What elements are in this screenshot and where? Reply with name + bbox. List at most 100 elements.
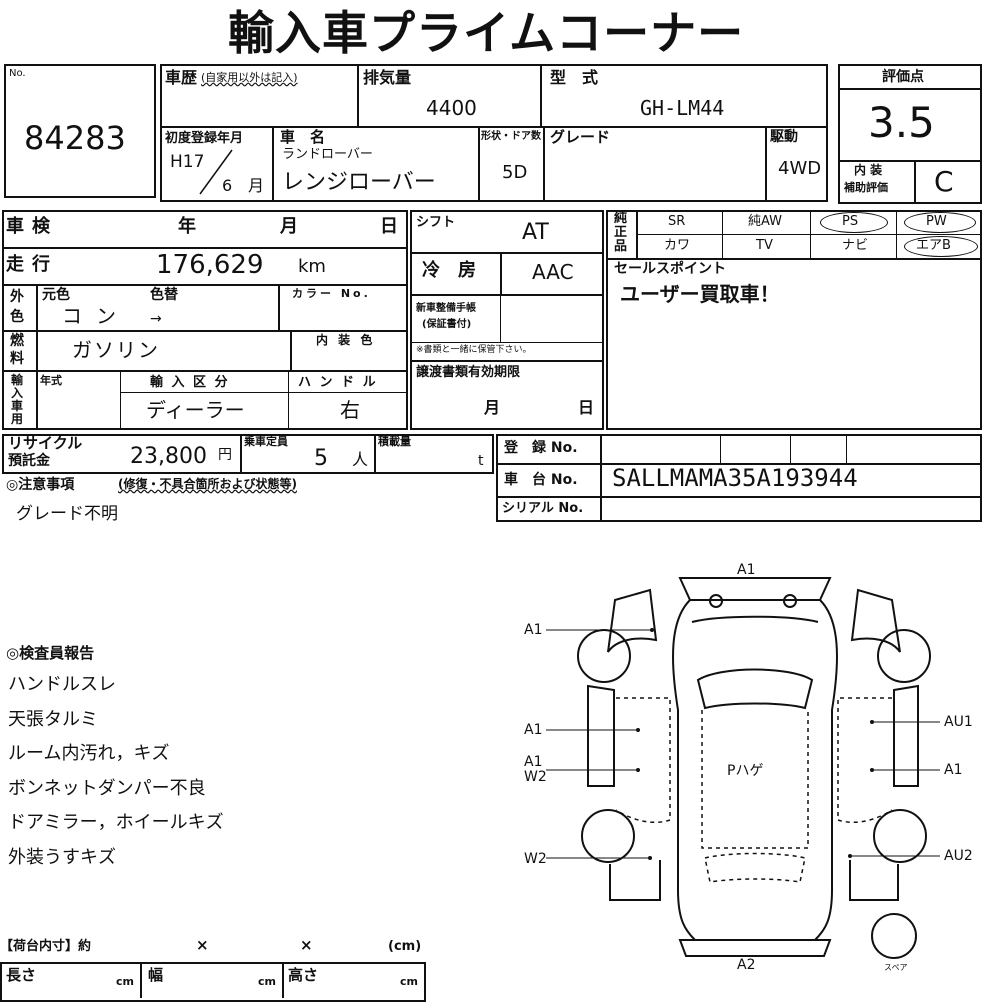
notes-label: ◎注意事項	[6, 477, 75, 493]
inspector-item: ハンドルスレ	[8, 674, 116, 695]
lot-number-value: 84283	[24, 119, 126, 157]
cargo-width-label: 幅	[148, 966, 164, 984]
inspector-item: 外装うすキズ	[8, 847, 116, 868]
notes-value: グレード不明	[16, 504, 118, 524]
transfer-label: 譲渡書類有効期限	[416, 365, 521, 380]
shift-value: AT	[522, 220, 549, 245]
rear-window	[704, 852, 806, 883]
handle-label: ハ ン ド ル	[298, 375, 378, 390]
serial-label: シリアル No.	[502, 501, 584, 516]
spare-wheel	[871, 913, 917, 959]
mileage-unit: km	[298, 256, 326, 277]
cargo-width-unit: cm	[258, 975, 276, 988]
cargo-unit: (cm)	[388, 939, 422, 954]
import-label-3: 車	[11, 399, 24, 413]
model-label: 型 式	[550, 68, 599, 87]
history-label: 車歴	[165, 68, 198, 87]
car-name-label: 車 名	[280, 128, 326, 146]
cargo-height-label: 高さ	[288, 966, 319, 984]
genuine-label-2: 正	[614, 225, 628, 240]
maintenance-note: ※書類と一緒に保管下さい。	[416, 345, 532, 355]
doors-label: 形状・ドア数	[481, 131, 541, 142]
right-door-dashed	[837, 697, 893, 823]
right-front-wheel	[877, 629, 931, 683]
history-note: (自家用以外は記入)	[201, 71, 298, 84]
score-box	[838, 64, 982, 204]
model-value: GH-LM44	[640, 96, 725, 120]
original-color-label: 元色	[42, 287, 70, 303]
cargo-length-label: 長さ	[6, 966, 37, 984]
maintenance-label2: (保証書付)	[422, 319, 472, 330]
page-title: 輸入車プライムコーナー	[228, 6, 745, 60]
drive-label: 駆動	[770, 129, 798, 145]
interior-score-label1: 内 装	[854, 163, 883, 177]
damage-dot	[848, 854, 852, 858]
diagram-left-label: W2	[524, 851, 547, 867]
load-label: 積載量	[378, 435, 411, 448]
genuine-label-1: 純	[614, 211, 628, 226]
original-color-value: コン	[62, 304, 130, 328]
left-front-wheel	[577, 629, 631, 683]
first-reg-month-unit: 月	[248, 176, 265, 195]
ac-label: 冷 房	[422, 260, 476, 281]
ac-value: AAC	[532, 260, 574, 284]
left-rear-quarter	[609, 860, 661, 901]
color-change-label: 色替	[150, 287, 178, 303]
shift-label: シフト	[416, 215, 456, 230]
left-rear-wheel	[581, 809, 635, 863]
load-unit: t	[478, 453, 484, 469]
grade-label: グレード	[550, 128, 611, 146]
date-slash	[199, 149, 233, 195]
option-pw: PW	[926, 214, 947, 229]
recycle-value: 23,800	[130, 444, 207, 469]
cargo-height-unit: cm	[400, 975, 418, 988]
displacement-label: 排気量	[363, 68, 412, 87]
option-ps-circle	[820, 212, 888, 233]
options-table	[606, 210, 982, 430]
diagram-left-label: A1	[524, 754, 543, 770]
cargo-label: 【荷台内寸】約	[0, 939, 92, 954]
left-side	[587, 684, 615, 787]
headlight-left	[709, 594, 723, 608]
doors-value: 5D	[502, 162, 528, 183]
option-leather: カワ	[664, 238, 691, 253]
fuel-label2: 料	[10, 351, 24, 367]
handle-value: 右	[340, 398, 360, 422]
drive-value: 4WD	[778, 158, 822, 179]
sales-point-value: ユーザー買取車！	[620, 282, 780, 306]
vehicle-table	[2, 210, 408, 430]
diagram-spare-label: スペア	[884, 963, 908, 972]
inspector-item: 天張タルミ	[8, 709, 98, 730]
windshield	[696, 668, 814, 710]
spec-table	[160, 64, 828, 202]
option-airbag: エアB	[916, 238, 951, 253]
front-bumper	[678, 577, 832, 601]
inspection-year: 年	[178, 216, 196, 237]
headlight-right	[783, 594, 797, 608]
diagram-left-label: A1	[524, 722, 543, 738]
registration-table	[496, 434, 982, 522]
lot-number-box: No. 84283	[4, 64, 156, 198]
genuine-label-3: 品	[614, 239, 628, 254]
diagram-left-label: A1	[524, 622, 543, 638]
sales-point-label: セールスポイント	[614, 261, 726, 277]
first-reg-label: 初度登録年月	[165, 131, 244, 146]
capacity-unit: 人	[352, 450, 369, 469]
inspector-label: ◎検査員報告	[6, 644, 95, 662]
damage-dot	[648, 856, 652, 860]
recycle-unit: 円	[218, 447, 232, 463]
color-change-value: →	[150, 311, 162, 327]
cargo-times-2: ×	[300, 936, 313, 954]
option-genuine-aw: 純AW	[748, 214, 783, 229]
cargo-length-unit: cm	[116, 975, 134, 988]
diagram-center-label: Pハゲ	[727, 763, 764, 779]
damage-dot	[870, 768, 874, 772]
transfer-day: 日	[578, 398, 595, 417]
recycle-table	[2, 434, 494, 474]
roof	[701, 710, 809, 849]
lot-number-label: No.	[9, 68, 26, 79]
diagram-rear-label: A2	[737, 957, 756, 973]
damage-dot	[636, 728, 640, 732]
score-value: 3.5	[868, 98, 935, 147]
diagram-left-label: W2	[524, 769, 547, 785]
